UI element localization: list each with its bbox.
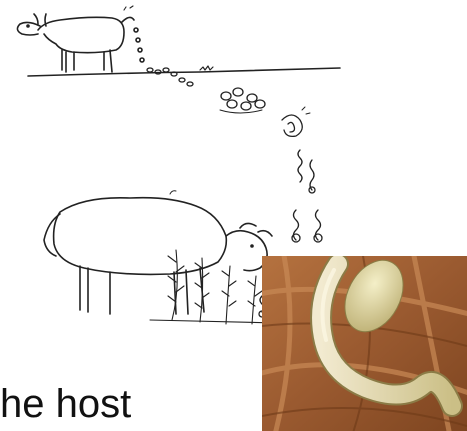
larvae-stages-icon	[292, 150, 322, 242]
droppings-pile-icon	[147, 68, 193, 86]
sheep-top-icon	[17, 6, 144, 72]
hatching-larva-icon	[282, 107, 310, 136]
ground-line-top	[28, 68, 340, 76]
caption-text: he host	[0, 384, 131, 424]
eggs-stage-icon	[220, 88, 265, 113]
sheep-grazing-icon	[44, 191, 272, 314]
nematode-micrograph-icon	[262, 256, 467, 431]
worm-photo	[262, 256, 467, 431]
